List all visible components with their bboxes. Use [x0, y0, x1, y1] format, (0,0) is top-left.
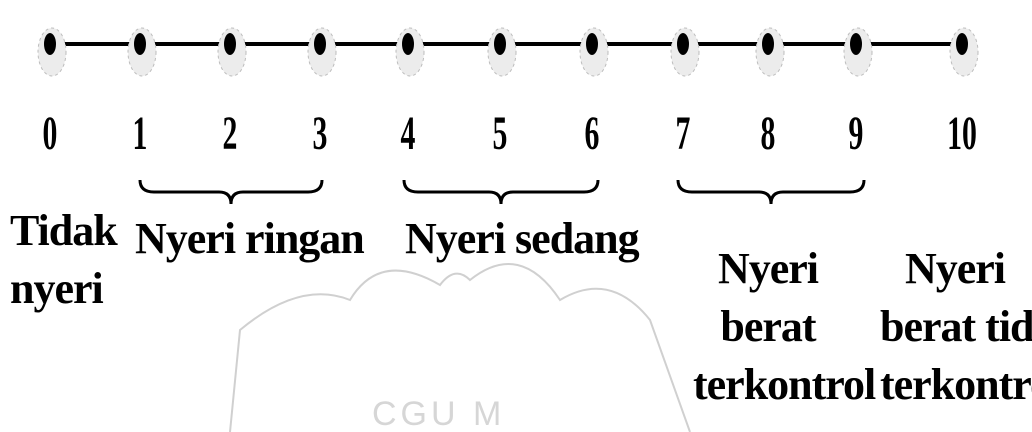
scale-number-1: 1 [132, 107, 148, 160]
scale-number-10: 10 [947, 107, 977, 160]
scale-node-0 [37, 27, 67, 77]
scale-number-6: 6 [584, 107, 600, 160]
scale-node-4 [395, 27, 425, 77]
scale-number-7: 7 [675, 107, 691, 160]
label-nyeri-berat-terkontrol: Nyeri berat terkontrol [693, 240, 876, 414]
label-line: terkontrol [693, 360, 876, 409]
scale-number-2: 2 [222, 107, 238, 160]
label-line: Nyeri [717, 244, 819, 293]
scale-number-9: 9 [848, 107, 864, 160]
scale-number-4: 4 [400, 107, 416, 160]
scale-node-2 [217, 27, 247, 77]
scale-node-9 [843, 27, 873, 77]
scale-node-3 [307, 27, 337, 77]
scale-number-5: 5 [492, 107, 508, 160]
label-line: terkontrol [880, 360, 1032, 409]
scale-node-6 [579, 27, 609, 77]
scale-number-0: 0 [42, 107, 58, 160]
brace-nyeri-ringan [138, 179, 324, 205]
scale-node-10 [949, 27, 979, 77]
scale-node-5 [487, 27, 517, 77]
scale-node-7 [670, 27, 700, 77]
watermark-text: CGU M [372, 395, 505, 432]
label-line: berat [720, 302, 816, 351]
label-line: nyeri [10, 264, 104, 313]
brace-nyeri-berat-terkontrol [676, 179, 866, 205]
label-nyeri-berat-tidak-terkontrol: Nyeri berat tidak terkontrol [880, 240, 1032, 414]
scale-node-8 [755, 27, 785, 77]
label-nyeri-sedang: Nyeri sedang [405, 210, 640, 268]
label-line: Tidak [10, 206, 118, 255]
scale-number-3: 3 [312, 107, 328, 160]
label-line: berat tidak [880, 302, 1032, 351]
brace-nyeri-sedang [402, 179, 600, 205]
label-line: Nyeri [904, 244, 1006, 293]
scale-number-8: 8 [760, 107, 776, 160]
scale-node-1 [127, 27, 157, 77]
label-tidak-nyeri: Tidak nyeri [10, 202, 118, 318]
label-line: Nyeri ringan [135, 214, 365, 263]
label-line: Nyeri sedang [405, 214, 640, 263]
label-nyeri-ringan: Nyeri ringan [135, 210, 365, 268]
